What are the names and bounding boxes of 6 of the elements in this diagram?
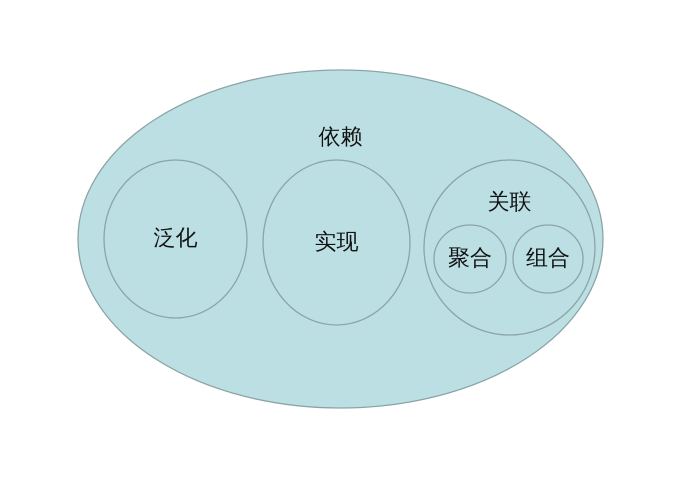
set-label: 聚合 — [448, 246, 492, 272]
set-label: 组合 — [526, 246, 570, 272]
set-label: 依赖 — [318, 125, 362, 151]
set-label: 关联 — [488, 190, 532, 216]
set-label: 实现 — [314, 230, 358, 256]
set-label: 泛化 — [154, 226, 198, 252]
